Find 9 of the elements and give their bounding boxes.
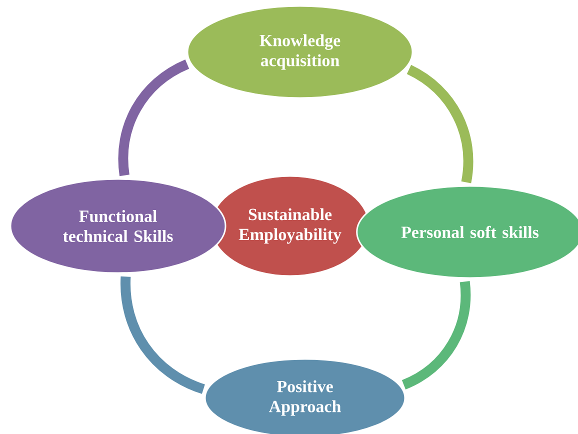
arc-connector (118, 60, 190, 176)
arc-connector (402, 281, 471, 390)
ellipse-node: Personal soft skills (356, 185, 578, 279)
arc-connector (120, 276, 206, 394)
arc-connector (406, 65, 474, 184)
ellipse-node: Positive Approach (204, 358, 406, 434)
ellipse-node: Sustainable Employability (210, 175, 370, 277)
ellipse-node: Knowledge acquisition (186, 5, 414, 99)
ellipse-node: Functional technical Skills (10, 178, 226, 274)
